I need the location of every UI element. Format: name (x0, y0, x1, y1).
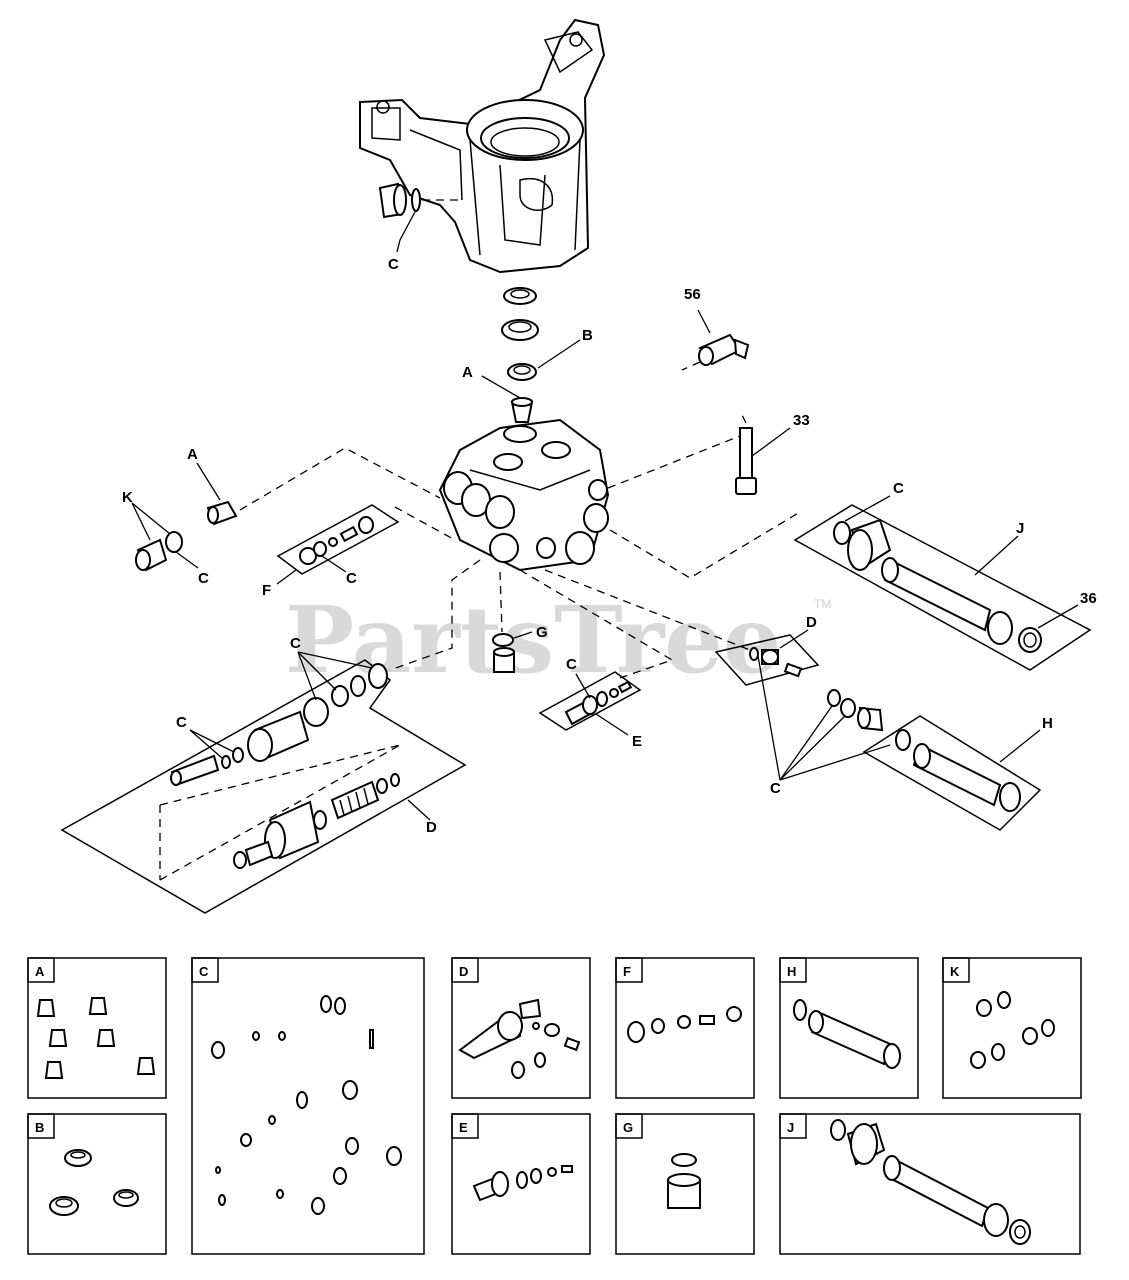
callout-h: H (1042, 715, 1053, 732)
callout-d-lowleft: D (426, 819, 437, 836)
kit-box-g-label: G (623, 1120, 633, 1135)
watermark: PartsTree (285, 586, 781, 694)
fitting-right[interactable] (857, 706, 884, 732)
plug-k[interactable] (135, 538, 168, 572)
kit-box-h-label: H (787, 964, 796, 979)
kit-box-a-label: A (35, 964, 45, 979)
callout-d-right: D (806, 614, 817, 631)
kit-e-strip[interactable] (538, 671, 642, 731)
kit-box-e[interactable]: E (451, 1113, 591, 1255)
callout-g: G (536, 624, 548, 641)
bolt-33[interactable] (735, 427, 757, 495)
callout-c-e: C (566, 656, 577, 673)
kit-f-strip[interactable] (276, 504, 400, 575)
oring-right-1[interactable] (827, 689, 841, 707)
kit-box-g[interactable]: G (615, 1113, 755, 1255)
kit-box-j-label: J (787, 1120, 794, 1135)
kit-j-strip[interactable] (793, 504, 1092, 671)
callout-c-cluster: C (290, 635, 301, 652)
callout-33: 33 (793, 412, 810, 429)
kit-box-d[interactable]: D (451, 957, 591, 1099)
valve-a-top[interactable] (510, 397, 534, 423)
kit-d-panel[interactable] (60, 659, 467, 914)
kit-box-c[interactable]: C (191, 957, 425, 1255)
watermark-tm: TM (814, 597, 831, 611)
callout-c: C (388, 256, 399, 273)
seal-middle[interactable] (501, 319, 539, 341)
oring-right-2[interactable] (840, 698, 856, 718)
kit-box-j[interactable]: J (779, 1113, 1081, 1255)
callout-c-lowleft: C (176, 714, 187, 731)
pump-manifold[interactable] (438, 418, 610, 572)
kit-box-h[interactable]: H (779, 957, 919, 1099)
kit-box-c-label: C (199, 964, 209, 979)
callout-c-j: C (893, 480, 904, 497)
kit-d-strip[interactable] (714, 634, 820, 686)
seal-lower[interactable] (507, 363, 537, 381)
callout-e: E (632, 733, 642, 750)
callout-j: J (1016, 520, 1024, 537)
pump-housing[interactable] (359, 18, 606, 274)
plug-g[interactable] (492, 633, 515, 673)
callout-c-right: C (770, 780, 781, 797)
oring-k[interactable] (165, 531, 183, 553)
fitting-56[interactable] (698, 333, 750, 366)
callout-b: B (582, 327, 593, 344)
kit-box-b[interactable]: B (27, 1113, 167, 1255)
kit-box-a[interactable]: A (27, 957, 167, 1099)
side-plug[interactable] (378, 182, 421, 219)
callout-c-left: C (198, 570, 209, 587)
callout-c-f: C (346, 570, 357, 587)
kit-box-e-label: E (459, 1120, 468, 1135)
kit-box-k[interactable]: K (942, 957, 1082, 1099)
kit-box-k-label: K (950, 964, 960, 979)
kit-box-f-label: F (623, 964, 631, 979)
callout-36: 36 (1080, 590, 1097, 607)
callout-a-left: A (187, 446, 198, 463)
kit-box-d-label: D (459, 964, 468, 979)
callout-56: 56 (684, 286, 701, 303)
callout-f: F (262, 582, 271, 599)
valve-a-left[interactable] (206, 500, 238, 526)
kit-box-b-label: B (35, 1120, 44, 1135)
kit-h-strip[interactable] (862, 715, 1042, 831)
kit-box-f[interactable]: F (615, 957, 755, 1099)
callout-a: A (462, 364, 473, 381)
seal-upper[interactable] (503, 287, 537, 305)
callout-k: K (122, 489, 133, 506)
